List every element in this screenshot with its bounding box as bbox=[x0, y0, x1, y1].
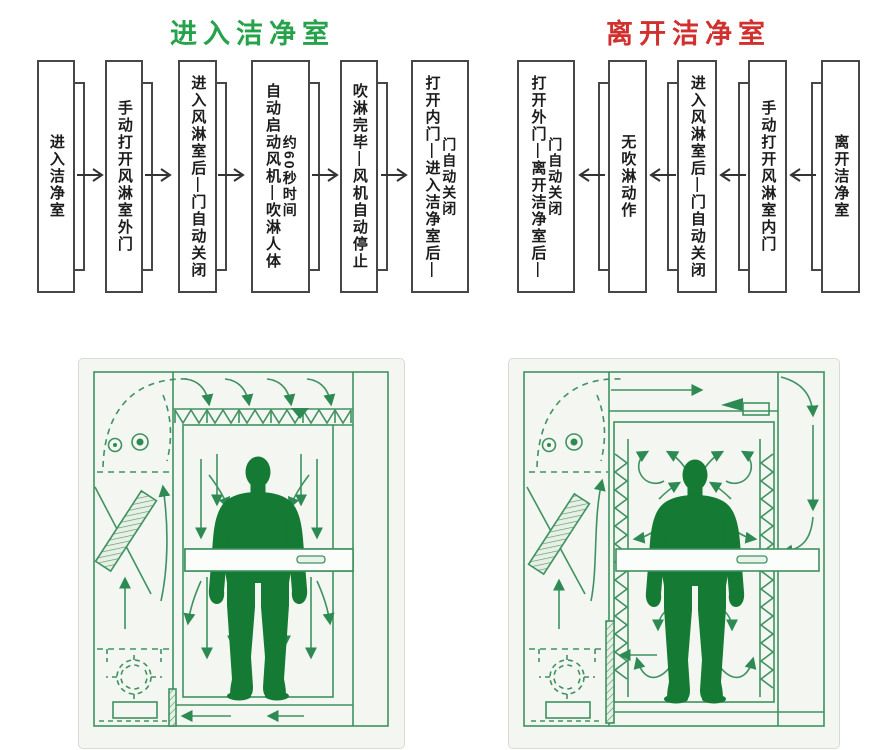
enter-step-4: 自动启动风机—吹淋人体 约60秒时间 bbox=[251, 60, 320, 293]
flow-arrow-right-icon bbox=[77, 168, 104, 182]
step-label: 离开洁净室 bbox=[832, 134, 850, 219]
bar-indicator bbox=[736, 555, 768, 564]
flow-arrow-right-icon bbox=[381, 168, 408, 182]
return-grille bbox=[605, 620, 615, 724]
flow-arrow-left-icon bbox=[649, 168, 676, 182]
step-label: 手动打开风淋室内门 bbox=[759, 100, 777, 253]
enter-step-2: 手动打开风淋室外门 bbox=[105, 60, 153, 293]
air-shower-entering-diagram bbox=[78, 358, 405, 749]
return-air-arrows-up bbox=[553, 478, 606, 629]
flowchart-section: 进入洁净室 离开洁净室 进入洁净室 手动打开风淋室外门 进入风淋室后—门自动关闭… bbox=[0, 0, 888, 310]
enter-step-5: 吹淋完毕—风机自动停止 bbox=[340, 60, 388, 293]
filter-panel bbox=[526, 486, 591, 595]
filter-panel bbox=[94, 486, 158, 595]
top-supply-duct bbox=[611, 384, 770, 416]
leave-step-1: 离开洁净室 bbox=[811, 60, 860, 293]
leave-step-4: 无吹淋动作 bbox=[598, 60, 647, 293]
air-shower-recirculation-drawing bbox=[523, 371, 825, 727]
blower-motor bbox=[99, 649, 169, 722]
flow-arrow-right-icon bbox=[218, 168, 245, 182]
side-nozzle-bar-front bbox=[615, 548, 820, 572]
ceiling-airflow-arrows bbox=[184, 378, 336, 407]
flow-arrow-right-icon bbox=[312, 168, 339, 182]
air-shower-blowdown-drawing bbox=[93, 371, 389, 727]
flow-arrow-left-icon bbox=[719, 168, 746, 182]
step-note: 门自动关闭 bbox=[547, 136, 564, 217]
leave-step-3: 进入风淋室后—门自动关闭 bbox=[667, 60, 717, 293]
flow-arrow-left-icon bbox=[578, 168, 605, 182]
ceiling-nozzle-band bbox=[174, 408, 352, 425]
step-note: 约60秒时间 bbox=[281, 134, 298, 219]
blower-motor bbox=[531, 649, 603, 722]
return-air-arrows-up bbox=[119, 484, 171, 629]
air-shower-leaving-diagram bbox=[508, 358, 840, 749]
step-label: 进入洁净室 bbox=[47, 134, 65, 219]
leave-cleanroom-title: 离开洁净室 bbox=[606, 19, 771, 49]
person-silhouette bbox=[645, 459, 745, 704]
step-label: 打开内门—进入洁净室后— bbox=[423, 74, 441, 279]
leave-step-2: 手动打开风淋室内门 bbox=[738, 60, 787, 293]
flow-arrow-right-icon bbox=[145, 168, 172, 182]
blower-pedestal bbox=[112, 701, 158, 719]
step-label: 吹淋完毕—风机自动停止 bbox=[350, 83, 368, 270]
step-label: 打开外门—离开洁净室后— bbox=[529, 74, 547, 279]
cabinet-frame bbox=[93, 371, 389, 727]
step-label: 进入风淋室后—门自动关闭 bbox=[189, 74, 207, 279]
enter-step-1: 进入洁净室 bbox=[37, 60, 85, 293]
step-label: 自动启动风机—吹淋人体 bbox=[264, 83, 282, 270]
step-label: 无吹淋动作 bbox=[619, 134, 637, 219]
side-nozzle-bar-front bbox=[184, 548, 354, 572]
enter-cleanroom-title: 进入洁净室 bbox=[170, 19, 335, 49]
blower-pedestal bbox=[545, 701, 591, 719]
door-column-airflow bbox=[780, 376, 819, 557]
bar-indicator bbox=[296, 555, 326, 564]
return-grille bbox=[168, 688, 177, 727]
person-silhouette bbox=[208, 456, 308, 701]
step-label: 进入风淋室后—门自动关闭 bbox=[688, 74, 706, 279]
step-label: 手动打开风淋室外门 bbox=[115, 100, 133, 253]
leave-step-5: 打开外门—离开洁净室后— 门自动关闭 bbox=[517, 60, 575, 293]
enter-step-3: 进入风淋室后—门自动关闭 bbox=[178, 60, 227, 293]
enter-step-6: 打开内门—进入洁净室后— 门自动关闭 bbox=[411, 60, 469, 293]
step-note: 门自动关闭 bbox=[441, 136, 458, 217]
flow-arrow-left-icon bbox=[789, 168, 816, 182]
fan-return-duct bbox=[529, 378, 622, 650]
fan-return-duct bbox=[97, 378, 190, 650]
